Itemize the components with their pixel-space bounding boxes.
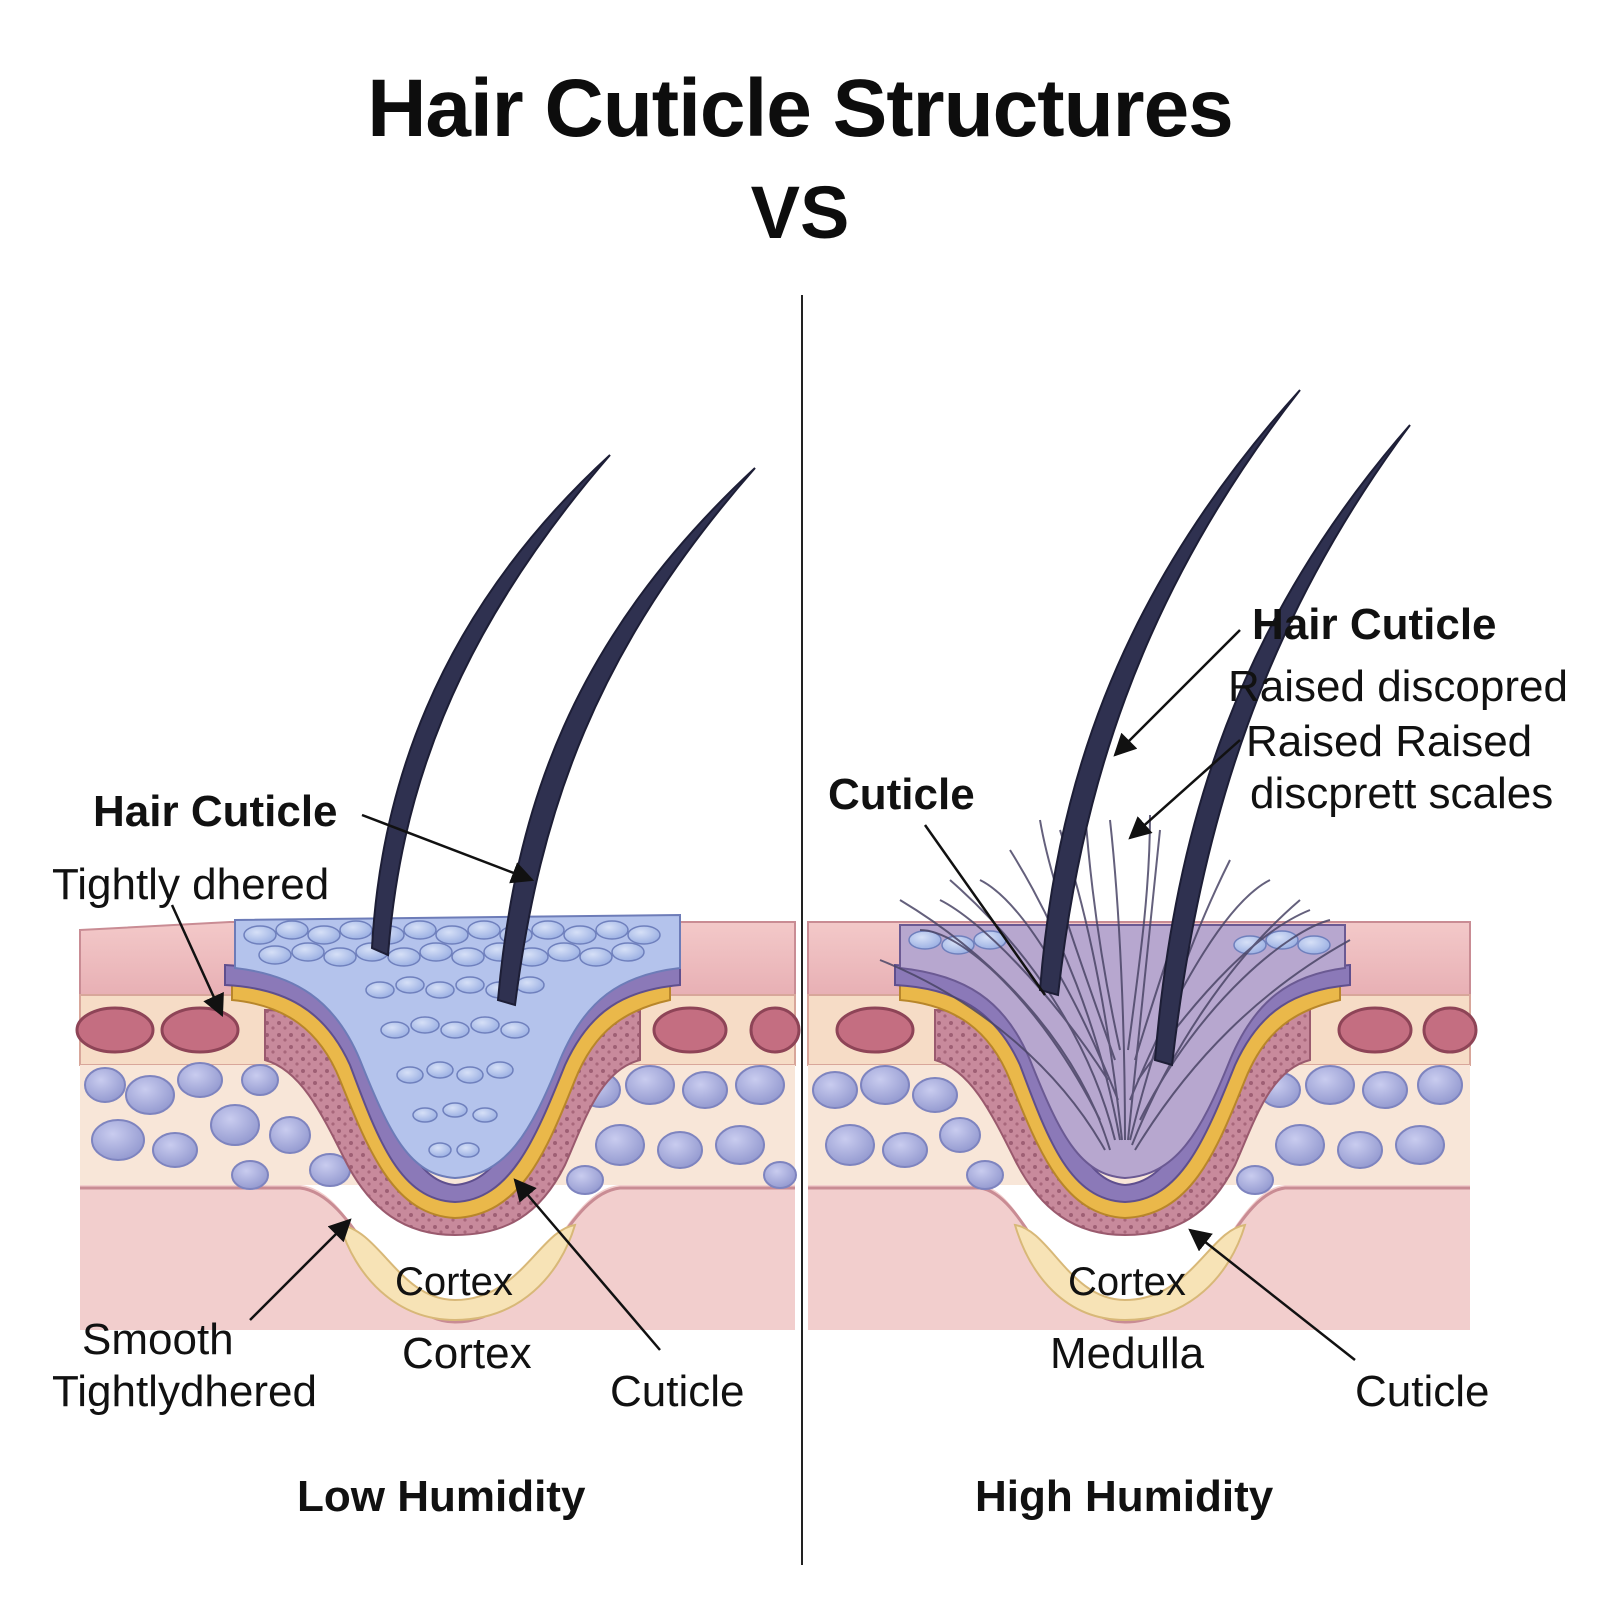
left-smooth-label: Smooth: [82, 1315, 234, 1364]
arrow-left-cuticle: [513, 1178, 661, 1351]
left-cuticle-label: Cuticle: [610, 1367, 745, 1416]
right-medulla-label: Medulla: [1050, 1329, 1205, 1378]
right-raised-line1: Raised discopred: [1228, 662, 1568, 711]
right-cortex-label: Cortex: [1068, 1260, 1186, 1304]
left-cortex-pocket: [338, 1223, 577, 1322]
left-condition-label: Low Humidity: [297, 1472, 586, 1521]
arrow-right-hair-cuticle: [1113, 629, 1241, 757]
arrow-left-smooth: [249, 1218, 352, 1321]
right-cuticle-heading-label: Cuticle: [828, 770, 975, 819]
left-cortex-outer-label: Cortex: [402, 1329, 532, 1378]
right-condition-label: High Humidity: [975, 1472, 1274, 1521]
left-cuticle-scale-mass: [234, 913, 681, 1180]
right-cortex-pocket: [1013, 1223, 1247, 1322]
left-tightly-adhered-bottom-label: Tightlydhered: [52, 1367, 317, 1416]
right-hair-shaft: [1153, 424, 1411, 1067]
arrow-left-tightly-adhered: [170, 904, 224, 1018]
versus-label: VS: [750, 171, 850, 254]
left-vessel: [749, 1006, 801, 1054]
right-vessel: [835, 1006, 915, 1054]
right-lower-band-line: [808, 1186, 1470, 1324]
right-cuticle-label: Cuticle: [1355, 1367, 1490, 1416]
leader-arrows: [170, 629, 1356, 1361]
left-fat-cells: [84, 1062, 797, 1195]
arrow-right-cuticle: [1188, 1228, 1356, 1361]
right-raised-cuticle-strands: [879, 809, 1351, 1151]
right-lower-dermis: [808, 1185, 1470, 1330]
right-skin-cross-section: [807, 389, 1478, 1330]
right-raised-line3: discprett scales: [1250, 769, 1554, 818]
left-vessel: [75, 1006, 155, 1054]
left-hair-shaft: [370, 454, 611, 957]
right-hair-shaft: [1038, 389, 1301, 997]
left-lower-band-line: [80, 1186, 795, 1324]
right-hair-cuticle-label: Hair Cuticle: [1252, 600, 1497, 649]
right-vessel: [1337, 1006, 1413, 1054]
arrow-right-raised: [1128, 739, 1241, 840]
left-hair-cuticle-label: Hair Cuticle: [93, 787, 338, 836]
left-tightly-adhered-label: Tightly dhered: [52, 860, 330, 909]
arrow-left-hair-cuticle: [361, 813, 535, 884]
right-fat-cells: [812, 1065, 1463, 1195]
left-skin-cross-section: [75, 454, 801, 1330]
left-lower-dermis: [80, 1185, 795, 1330]
left-hair-shaft: [496, 467, 756, 1007]
left-vessel: [160, 1006, 240, 1054]
left-vessel: [652, 1006, 728, 1054]
arrow-right-cuticle-heading: [923, 824, 1047, 996]
left-cortex-inner-label: Cortex: [395, 1260, 513, 1304]
page-title: Hair Cuticle Structures: [367, 63, 1234, 154]
right-raised-line2: Raised Raised: [1246, 717, 1533, 766]
right-vessel: [1422, 1006, 1478, 1054]
